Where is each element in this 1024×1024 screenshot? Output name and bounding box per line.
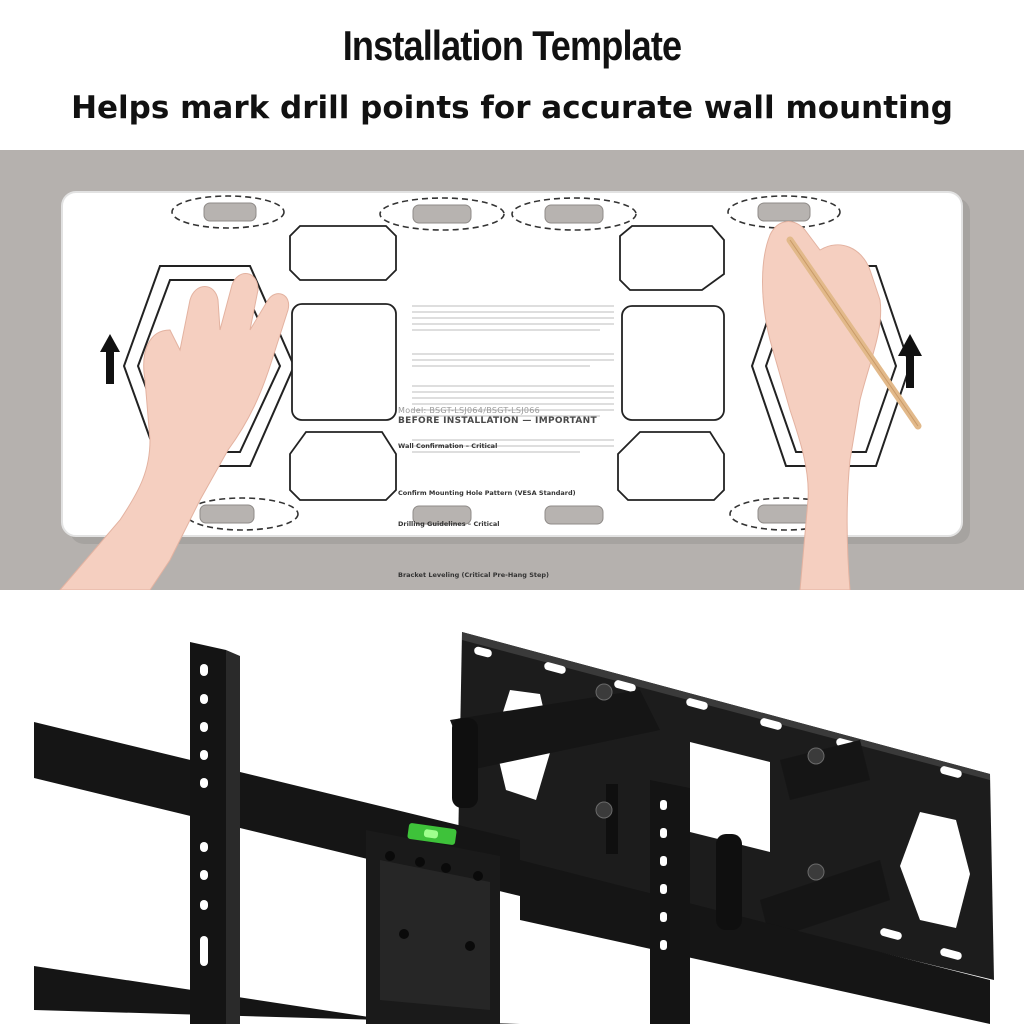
- template-section: Drilling Guidelines – Critical: [398, 520, 500, 528]
- header: Installation Template Helps mark drill p…: [0, 0, 1024, 150]
- template-card: [61, 191, 963, 537]
- mount-block: [366, 830, 500, 1024]
- bracket-illustration: [0, 590, 1024, 1024]
- wall-rail: [190, 642, 240, 1024]
- template-section: Confirm Mounting Hole Pattern (VESA Stan…: [398, 489, 576, 497]
- hand: [762, 221, 882, 590]
- hand: [59, 273, 290, 590]
- arrow-up-icon: [100, 334, 120, 384]
- pencil: [786, 236, 922, 430]
- template-photo: Model: BSGT-LSJ064/BSGT-LSJ066 BEFORE IN…: [0, 150, 1024, 590]
- template-heading: BEFORE INSTALLATION — IMPORTANT: [398, 416, 597, 426]
- bubble-level: [407, 823, 457, 845]
- bracket-photo: [0, 590, 1024, 1024]
- arrow-up-icon: [898, 334, 922, 388]
- template-instructions: Model: BSGT-LSJ064/BSGT-LSJ066 BEFORE IN…: [398, 406, 624, 579]
- page-subtitle: Helps mark drill points for accurate wal…: [71, 90, 953, 126]
- template-section: Wall Confirmation – Critical: [398, 442, 498, 450]
- template-model: Model: BSGT-LSJ064/BSGT-LSJ066: [398, 406, 541, 415]
- page-title: Installation Template: [342, 22, 682, 69]
- template-section: Bracket Leveling (Critical Pre-Hang Step…: [398, 571, 550, 579]
- center-rail: [650, 780, 690, 1024]
- template-illustration: [0, 150, 1024, 590]
